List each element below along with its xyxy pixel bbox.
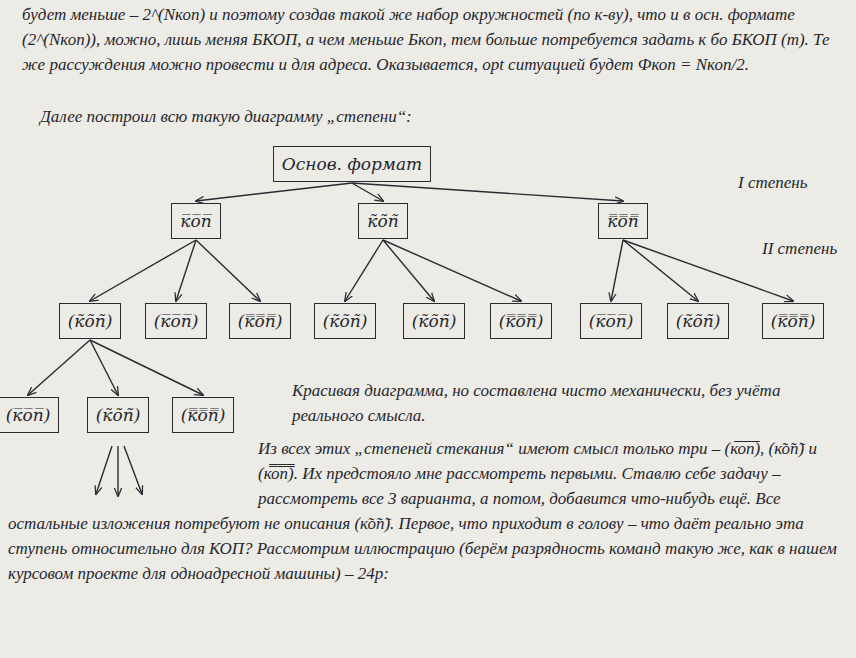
note-text: будет меньше – 2^(Nкоп) и поэтому создав… <box>22 5 829 74</box>
tree-arrow <box>176 240 196 301</box>
box-text: (к̅о̅п̅) <box>6 402 51 428</box>
tree-arrow <box>90 340 203 395</box>
format-box: к̿о̿п̿ <box>598 203 647 239</box>
continuation-arrows <box>96 446 142 496</box>
format-box: (к̿о̿п̿) <box>229 303 292 339</box>
box-text: к̿о̿п̿ <box>607 208 638 234</box>
text-spacer <box>8 436 258 492</box>
box-text: (к̃о̃п̃) <box>96 402 141 428</box>
format-box: (к̃о̃п̃) <box>314 303 377 339</box>
tree-arrow <box>383 240 434 301</box>
note-text: I степень <box>738 173 808 192</box>
box-text: (к̃о̃п̃) <box>412 308 457 334</box>
box-text: (к̅о̅п̅) <box>154 308 199 334</box>
tree-arrow <box>345 240 383 301</box>
format-box: (к̅о̅п̅) <box>0 397 59 433</box>
tree-arrow <box>196 183 352 201</box>
note-text: Далее построил всю такую диаграмму „степ… <box>40 107 412 126</box>
box-text: (к̃о̃п̃) <box>323 308 368 334</box>
format-box: (к̃о̃п̃) <box>87 397 150 433</box>
format-box: (к̃о̃п̃) <box>667 303 730 339</box>
format-box: (к̿о̿п̿) <box>762 303 825 339</box>
format-box: (к̿о̿п̿) <box>172 397 235 433</box>
tree-arrow <box>383 240 521 301</box>
box-text: (к̿о̿п̿) <box>181 402 226 428</box>
note-text: Из всех этих „степеней стекания“ имеют с… <box>8 439 837 583</box>
box-text: (к̿о̿п̿) <box>238 308 283 334</box>
root-box: Основ. формат <box>273 146 431 182</box>
format-box: (к̅о̅п̅) <box>580 303 643 339</box>
box-text: (к̃о̃п̃) <box>68 308 113 334</box>
handwritten-note: Красивая диаграмма, но составлена чисто … <box>292 378 848 428</box>
handwritten-note: Далее построил всю такую диаграмму „степ… <box>40 104 640 129</box>
tree-arrow <box>611 240 623 301</box>
tree-arrow <box>352 183 623 201</box>
format-box: (к̃о̃п̃) <box>59 303 122 339</box>
tree-arrow <box>28 340 90 395</box>
box-text: к̅о̅п̅ <box>180 208 211 234</box>
tree-arrow <box>90 340 118 395</box>
tree-arrow <box>623 240 698 301</box>
note-text: Красивая диаграмма, но составлена чисто … <box>292 381 780 425</box>
continuation-arrow <box>96 446 112 494</box>
handwritten-note: будет меньше – 2^(Nкоп) и поэтому создав… <box>22 2 842 77</box>
continuation-arrow <box>124 446 142 494</box>
handwritten-note: Из всех этих „степеней стекания“ имеют с… <box>8 436 848 586</box>
format-box: к̅о̅п̅ <box>171 203 220 239</box>
box-text: (к̿о̿п̿) <box>499 308 544 334</box>
level-label: I степень <box>738 170 848 195</box>
tree-arrow <box>196 240 260 301</box>
box-text: (к̅о̅п̅) <box>589 308 634 334</box>
tree-arrow <box>90 240 196 301</box>
box-text: Основ. формат <box>282 151 422 177</box>
box-text: (к̿о̿п̿) <box>771 308 816 334</box>
tree-arrow <box>352 183 383 201</box>
continuation-arrow <box>117 446 118 496</box>
format-box: (к̅о̅п̅) <box>145 303 208 339</box>
format-box: (к̿о̿п̿) <box>490 303 553 339</box>
format-box: к̃о̃п̃ <box>358 203 407 239</box>
format-box: (к̃о̃п̃) <box>403 303 466 339</box>
level-label: II степень <box>762 236 852 261</box>
box-text: (к̃о̃п̃) <box>676 308 721 334</box>
note-text: II степень <box>762 239 837 258</box>
box-text: к̃о̃п̃ <box>367 208 398 234</box>
